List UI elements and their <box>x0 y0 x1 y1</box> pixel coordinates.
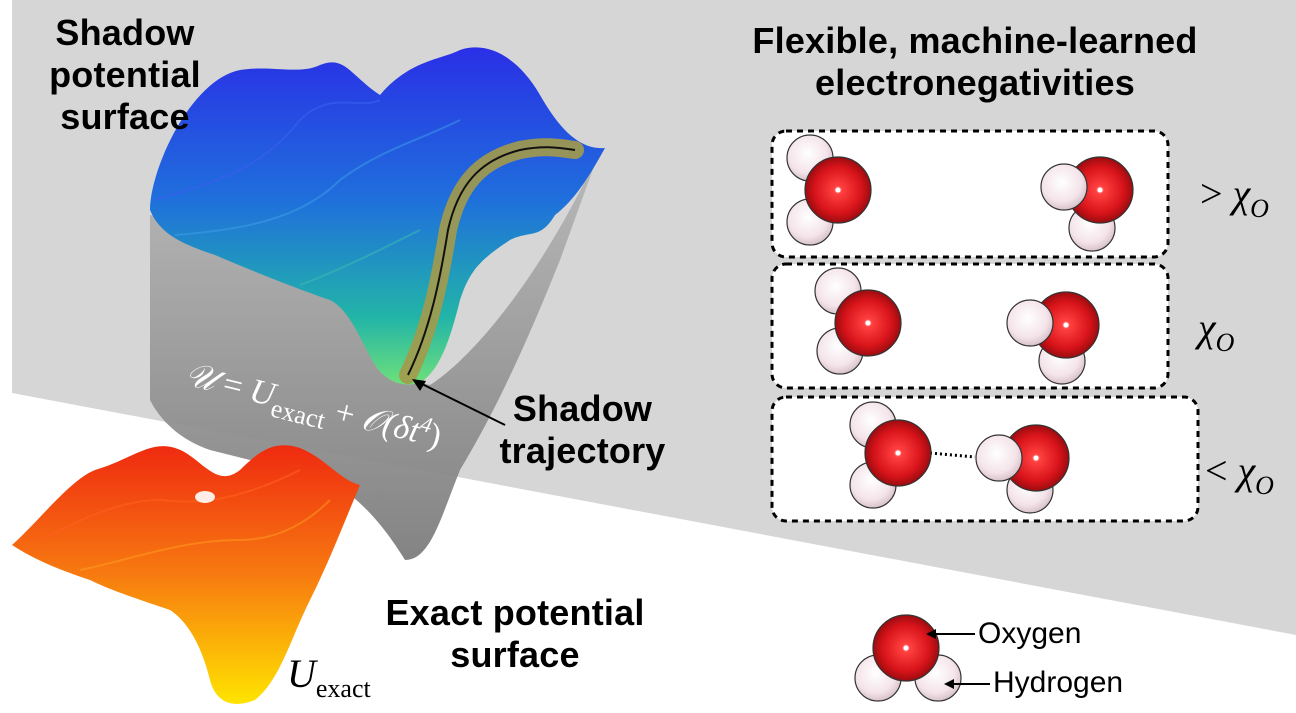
legend-hydrogen-label: Hydrogen <box>993 666 1124 699</box>
chi-label-high: > χO <box>1200 171 1269 223</box>
exact-surface-label: Exact potential surface <box>385 592 645 676</box>
legend-oxygen-label: Oxygen <box>978 617 1082 650</box>
u-exact-label: Uexact <box>287 651 371 703</box>
exact-potential-surface <box>12 445 360 704</box>
water-molecule <box>786 134 872 246</box>
water-molecule <box>975 424 1070 514</box>
shadow-trajectory-label: Shadow trajectory <box>499 388 666 472</box>
water-molecule <box>1040 156 1134 252</box>
chi-label-equal: χO <box>1198 305 1235 357</box>
water-molecule <box>1006 291 1100 385</box>
water-molecule <box>814 267 902 375</box>
flexible-electronegativities-title: Flexible, machine-learned electronegativ… <box>752 20 1198 104</box>
water-molecule <box>849 401 932 509</box>
chi-label-low: < χO <box>1205 448 1274 500</box>
shadow-surface-label: Shadow potential surface <box>49 12 201 138</box>
legend-water-molecule <box>854 614 962 702</box>
trajectory-arrow <box>419 382 506 426</box>
shadow-potential-surface <box>150 47 605 385</box>
